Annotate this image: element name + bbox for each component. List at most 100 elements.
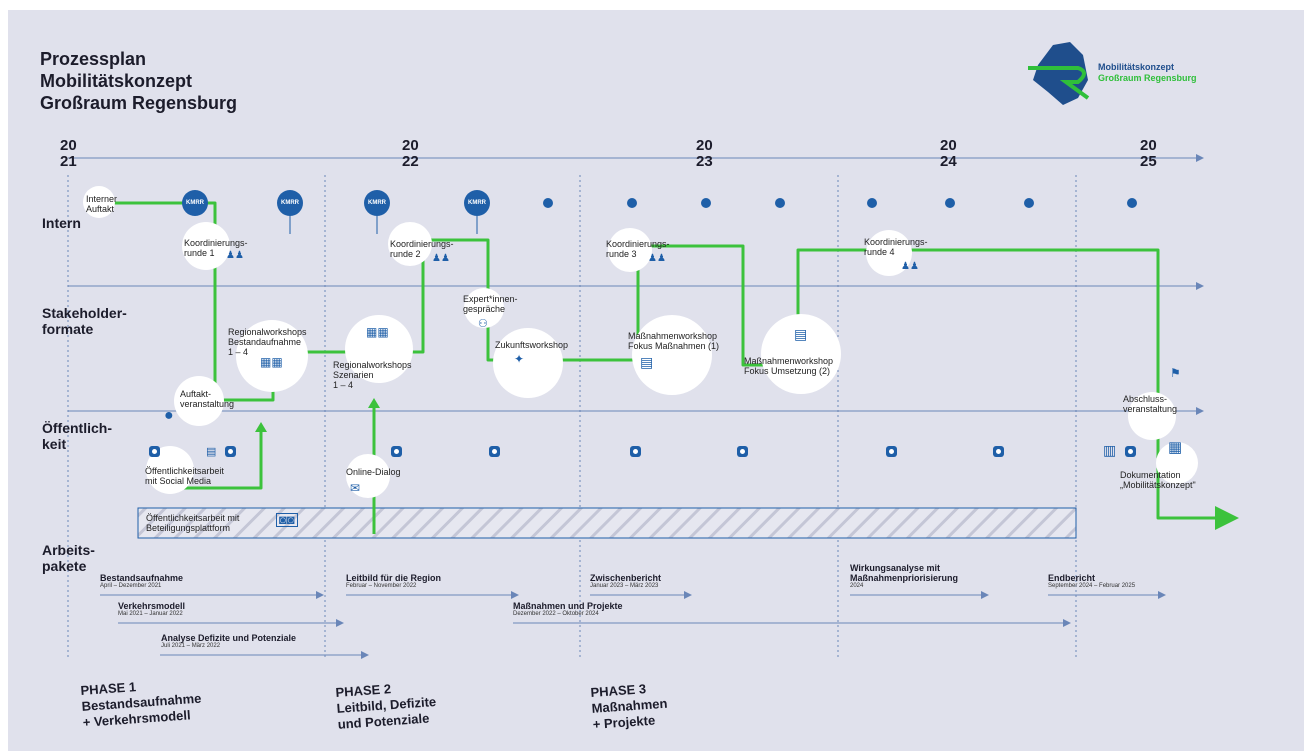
circle-online <box>346 454 390 498</box>
logo-r-shape <box>1028 66 1090 100</box>
label-zukunft: Zukunftsworkshop <box>495 340 569 350</box>
label-koord1: Koordinierungs-runde 1 <box>184 238 248 258</box>
circle-regio1 <box>236 320 308 392</box>
green-path-social <box>168 430 263 490</box>
label-abschluss: Abschluss-veranstaltung <box>1123 394 1178 414</box>
intern-dot <box>945 198 955 208</box>
workshop-grid-icon: ▦▦ <box>260 355 283 369</box>
diagram-canvas: Prozessplan Mobilitätskonzept Großraum R… <box>8 10 1304 751</box>
intern-dot <box>543 198 553 208</box>
label-expert: Expert*innen-gespräche <box>463 294 518 314</box>
lane-arbeitspakete: Arbeits-pakete <box>42 542 95 574</box>
circle-interner-auftakt <box>83 186 115 218</box>
instagram-icon <box>993 446 1004 457</box>
circle-koord1 <box>182 222 230 270</box>
document-chart-icon: ▦ <box>1168 439 1183 456</box>
finish-flag-icon: ⚑ <box>1170 366 1181 380</box>
instagram-icon <box>489 446 500 457</box>
arrow-up-online <box>368 398 380 408</box>
intern-dot <box>775 198 785 208</box>
instagram-icon <box>149 446 160 457</box>
label-koord3: Koordinierungs-runde 3 <box>606 239 670 259</box>
arrow-up-auftakt <box>255 422 267 432</box>
green-path-2 <box>258 238 1239 530</box>
circle-koord4 <box>866 230 912 276</box>
circle-abschluss <box>1128 392 1176 440</box>
people-icon: ♟♟ <box>901 261 919 272</box>
instagram-icon <box>391 446 402 457</box>
lane-oeffentlichkeit: Öffentlich-keit <box>42 420 112 452</box>
lane-stakeholder: Stakeholder-formate <box>42 305 127 337</box>
label-koord4: Koordinierungs-runde 4 <box>864 237 928 257</box>
instagram-icon <box>886 446 897 457</box>
people-icon: ♟♟ <box>648 253 666 264</box>
lane-intern: Intern <box>42 215 81 231</box>
platform-icon: ◙◙ <box>276 513 298 527</box>
clipboard-icon: ▤ <box>794 326 808 342</box>
people-icon: ♟♟ <box>432 253 450 264</box>
chat-icon: ✉ <box>350 481 361 495</box>
circle-mw1 <box>632 315 712 395</box>
circle-mw2 <box>761 314 841 394</box>
intern-dot <box>701 198 711 208</box>
logo-map-shape <box>1033 42 1088 105</box>
kmrr-badge-4: KMRR <box>464 190 490 216</box>
intern-dot <box>627 198 637 208</box>
circle-koord3 <box>608 228 652 272</box>
people-icon: ♟♟ <box>226 250 244 261</box>
circle-expert <box>464 288 504 328</box>
label-koord2: Koordinierungs-runde 2 <box>390 239 454 259</box>
workshop-grid-icon: ▦▦ <box>366 325 389 339</box>
instagram-icon <box>1125 446 1136 457</box>
newspaper-icon: ▤ <box>206 446 217 458</box>
label-doku: Dokumentation„Mobilitätskonzept" <box>1120 470 1196 490</box>
intern-dot <box>1127 198 1137 208</box>
instagram-icon <box>630 446 641 457</box>
label-online: Online-Dialog <box>346 467 401 477</box>
logo-line1: Mobilitätskonzept <box>1098 62 1174 72</box>
sparkle-icon: ✦ <box>514 352 525 366</box>
kmrr-badge-2: KMRR <box>277 190 303 216</box>
intern-dot <box>1024 198 1034 208</box>
instagram-icon <box>737 446 748 457</box>
intern-dot <box>867 198 877 208</box>
circle-doku <box>1156 442 1198 484</box>
instagram-icon <box>225 446 236 457</box>
label-auftakt: Auftakt-veranstaltung <box>180 389 235 409</box>
logo: Mobilitätskonzept Großraum Regensburg <box>1098 62 1197 84</box>
circle-zukunft <box>493 328 563 398</box>
clipboard-icon: ▤ <box>640 354 654 370</box>
logo-line2: Großraum Regensburg <box>1098 73 1197 83</box>
network-icon: ⚇ <box>478 318 488 330</box>
circle-regio2 <box>345 315 413 383</box>
kmrr-badge-3: KMRR <box>364 190 390 216</box>
report-icon: ▥ <box>1103 442 1117 458</box>
page-title: Prozessplan Mobilitätskonzept Großraum R… <box>40 49 238 113</box>
circle-koord2 <box>388 222 432 266</box>
circle-auftakt <box>174 376 224 426</box>
rocket-icon: ● <box>164 407 174 424</box>
